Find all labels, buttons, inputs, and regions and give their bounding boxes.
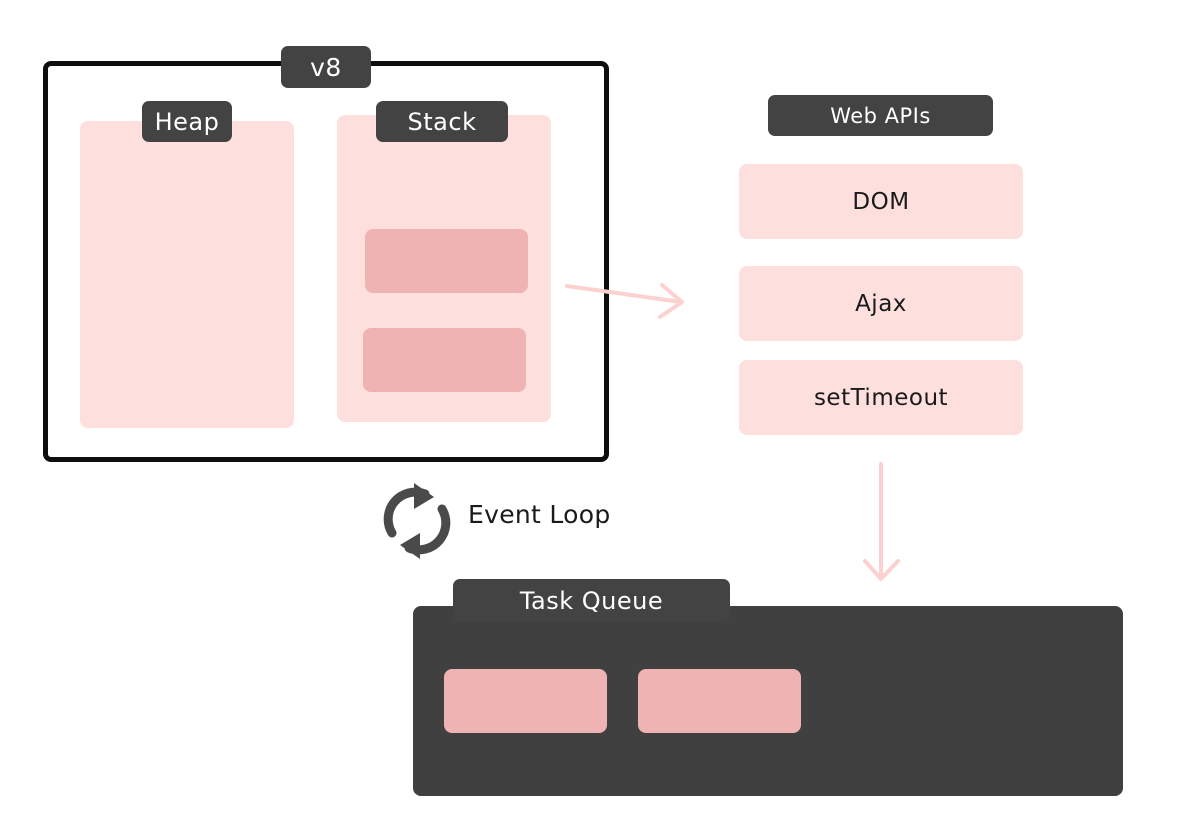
heap-pane (80, 121, 294, 428)
heap-label: Heap (142, 101, 232, 142)
v8-label: v8 (281, 46, 371, 88)
refresh-cycle-icon (383, 483, 451, 559)
web-api-settimeout: setTimeout (739, 360, 1023, 435)
stack-label: Stack (376, 101, 508, 142)
queued-task (444, 669, 607, 733)
task-queue-label: Task Queue (453, 579, 730, 622)
event-loop-label: Event Loop (468, 499, 611, 529)
webapis-to-queue-arrow (863, 462, 900, 581)
stack-frame (365, 229, 528, 293)
web-api-ajax: Ajax (739, 266, 1023, 341)
queued-task (638, 669, 801, 733)
web-apis-label: Web APIs (768, 95, 993, 136)
stack-frame (363, 328, 526, 392)
web-api-dom: DOM (739, 164, 1023, 239)
